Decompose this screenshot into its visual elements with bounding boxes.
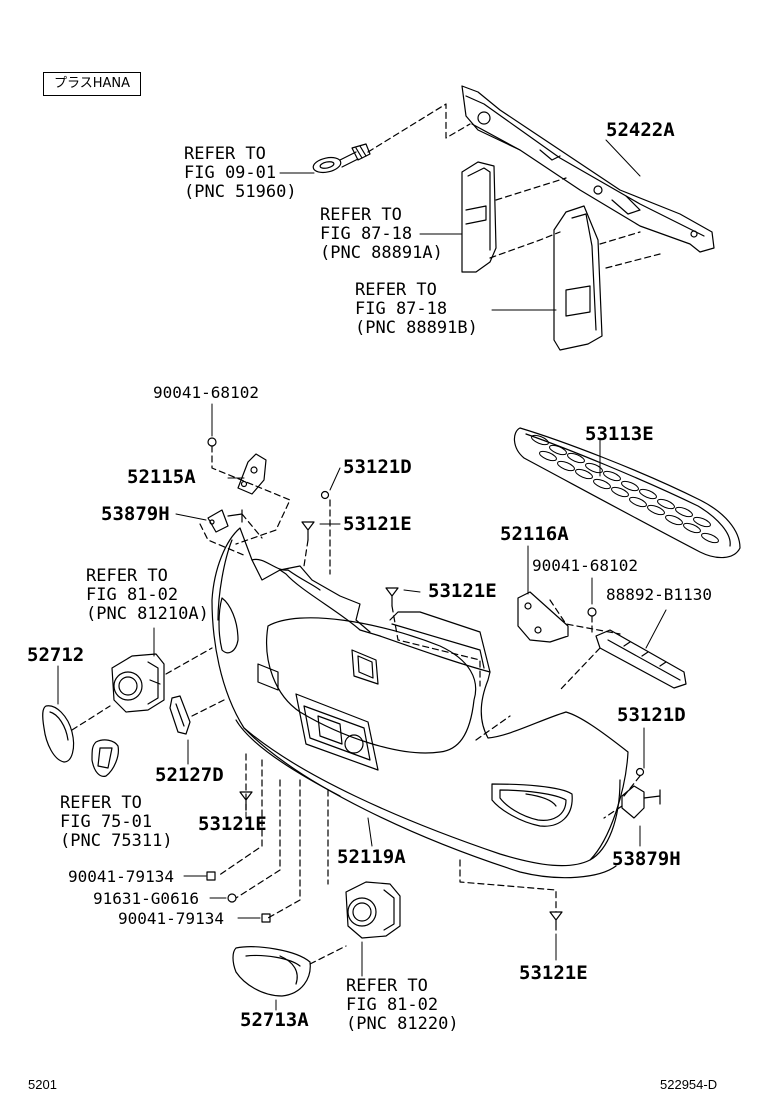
nut-90041-68102-left bbox=[207, 437, 217, 447]
fog-cover-right-drawing bbox=[232, 946, 311, 997]
part-label[interactable]: 53879H bbox=[101, 503, 170, 525]
reference-line-1: REFER TO bbox=[184, 144, 266, 164]
absorber-88891b-drawing bbox=[553, 205, 603, 351]
reference-line-3: (PNC 81210A) bbox=[86, 604, 209, 624]
clip-53121e-d bbox=[549, 911, 563, 931]
part-label[interactable]: 53121E bbox=[343, 513, 412, 535]
part-label[interactable]: 53121E bbox=[519, 962, 588, 984]
reference-line-2: FIG 09-01 bbox=[184, 163, 277, 183]
reference-line-2: FIG 81-02 bbox=[346, 995, 439, 1015]
emblem-75311-drawing bbox=[91, 739, 119, 777]
clip-53121d-right bbox=[635, 767, 645, 777]
fog-lamp-right-drawing bbox=[345, 881, 401, 939]
part-label[interactable]: 91631-G0616 bbox=[93, 889, 199, 908]
part-label[interactable]: 52116A bbox=[500, 523, 569, 545]
reference-line-3: (PNC 88891B) bbox=[355, 318, 478, 338]
clip-53879h-left-drawing bbox=[207, 509, 243, 533]
part-label[interactable]: 88892-B1130 bbox=[606, 585, 712, 604]
part-label[interactable]: 52422A bbox=[606, 119, 675, 141]
part-label[interactable]: 53121D bbox=[343, 456, 412, 478]
reference-line-3: (PNC 51960) bbox=[184, 182, 297, 202]
reference-line-3: (PNC 81220) bbox=[346, 1014, 459, 1034]
reference-line-1: REFER TO bbox=[60, 793, 142, 813]
cover-52127d-drawing bbox=[169, 695, 191, 735]
fog-cover-left-drawing bbox=[42, 705, 75, 763]
upper-connector-lines bbox=[367, 103, 661, 269]
part-label[interactable]: 53113E bbox=[585, 423, 654, 445]
nut-90041-79134-b bbox=[261, 913, 271, 923]
part-label[interactable]: 90041-79134 bbox=[68, 867, 174, 886]
part-label[interactable]: 90041-79134 bbox=[118, 909, 224, 928]
reference-line-1: REFER TO bbox=[86, 566, 168, 586]
radiator-grille-drawing bbox=[513, 427, 741, 559]
reference-line-3: (PNC 88891A) bbox=[320, 243, 443, 263]
nut-90041-79134-a bbox=[206, 871, 216, 881]
absorber-88891a-drawing bbox=[461, 161, 497, 273]
bolt-91631-g0616 bbox=[227, 893, 237, 903]
clip-53121e-b bbox=[385, 587, 399, 607]
nut-90041-68102-right bbox=[587, 607, 597, 617]
part-label[interactable]: 90041-68102 bbox=[153, 383, 259, 402]
reference-line-2: FIG 87-18 bbox=[320, 224, 413, 244]
clip-53121e-a bbox=[301, 521, 315, 541]
reference-line-1: REFER TO bbox=[355, 280, 437, 300]
front-bumper-cover-drawing bbox=[211, 527, 629, 879]
reference-line-2: FIG 75-01 bbox=[60, 812, 153, 832]
part-label[interactable]: 90041-68102 bbox=[532, 556, 638, 575]
variant-tag: プラスHANA bbox=[43, 72, 141, 96]
bracket-52115a-drawing bbox=[237, 453, 267, 495]
towing-hook-drawing bbox=[312, 143, 371, 174]
page-code: 5201 bbox=[28, 1077, 57, 1092]
clip-53121d-top bbox=[320, 490, 330, 500]
part-label[interactable]: 52115A bbox=[127, 466, 196, 488]
clip-53879h-right-drawing bbox=[621, 785, 661, 819]
fasteners bbox=[206, 437, 645, 931]
bumper-reinforcement-drawing bbox=[461, 85, 715, 253]
fog-lamp-left-drawing bbox=[111, 653, 165, 713]
reference-line-2: FIG 81-02 bbox=[86, 585, 179, 605]
part-label[interactable]: 52712 bbox=[27, 644, 85, 666]
reference-line-1: REFER TO bbox=[320, 205, 402, 225]
lower-connector-lines bbox=[71, 445, 641, 965]
part-label[interactable]: 53121D bbox=[617, 704, 686, 726]
leader-lines bbox=[57, 139, 667, 1011]
part-label[interactable]: 53879H bbox=[612, 848, 681, 870]
part-label[interactable]: 52127D bbox=[155, 764, 224, 786]
retainer-88892-drawing bbox=[595, 629, 687, 689]
bracket-52116a-drawing bbox=[517, 591, 569, 643]
illustration-id: 522954-D bbox=[660, 1077, 718, 1092]
part-label[interactable]: 53121E bbox=[198, 813, 267, 835]
part-label[interactable]: 53121E bbox=[428, 580, 497, 602]
part-label[interactable]: 52119A bbox=[337, 846, 406, 868]
reference-line-1: REFER TO bbox=[346, 976, 428, 996]
reference-line-2: FIG 87-18 bbox=[355, 299, 448, 319]
part-label[interactable]: 52713A bbox=[240, 1009, 309, 1031]
reference-line-3: (PNC 75311) bbox=[60, 831, 173, 851]
